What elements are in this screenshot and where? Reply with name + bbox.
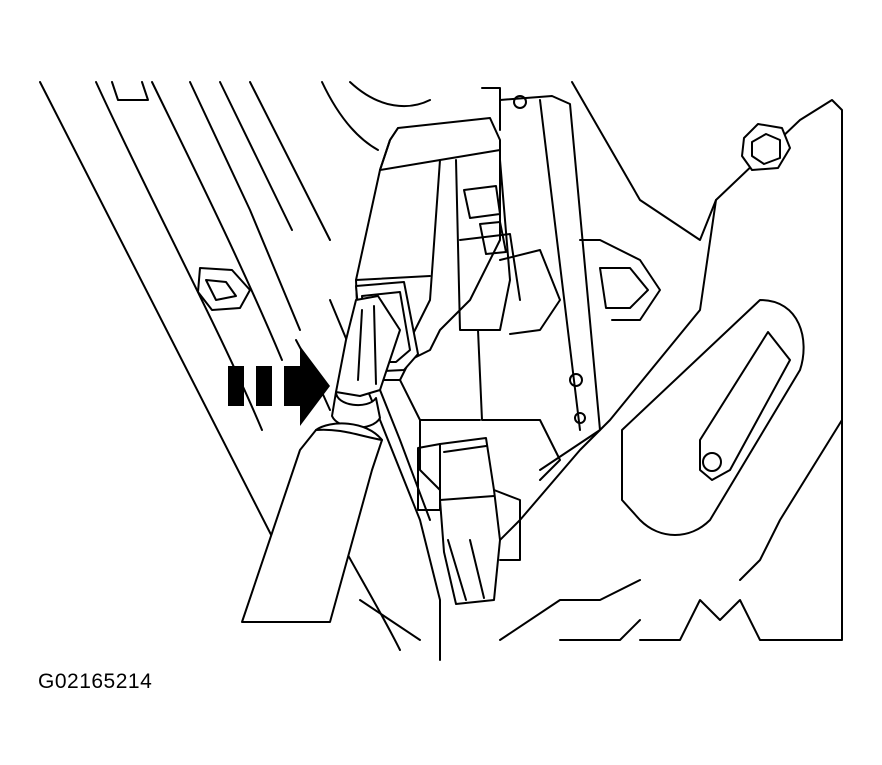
figure-id-label: G02165214 — [38, 670, 153, 693]
push-direction-arrow-icon — [228, 346, 330, 426]
mounting-rail — [481, 87, 661, 471]
lower-connector-plug — [417, 437, 521, 605]
screwdriver-icon — [241, 295, 401, 623]
hex-bolt-icon — [741, 123, 791, 171]
